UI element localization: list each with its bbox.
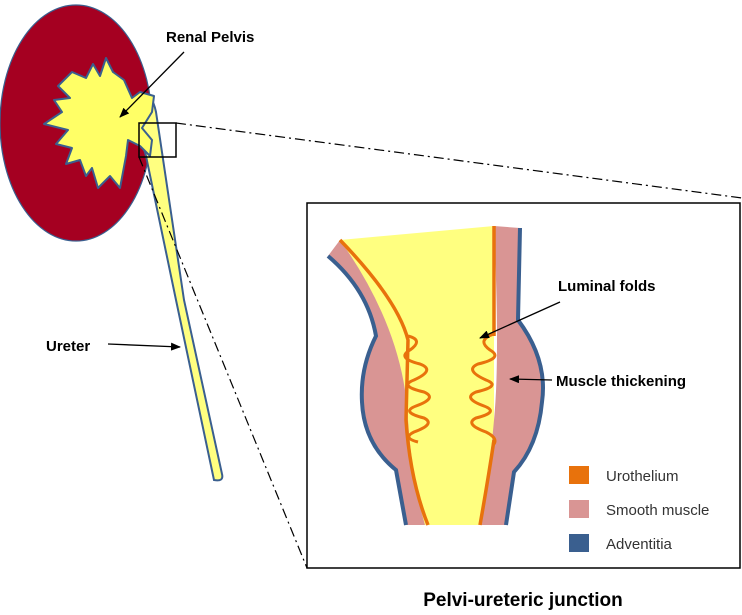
- arrow-muscle-thickening: [509, 375, 553, 384]
- legend-swatch-smooth-muscle: [569, 500, 589, 518]
- zoom-line-bottom: [138, 156, 308, 569]
- zoom-line-top: [175, 122, 742, 199]
- legend-label-adventitia: Adventitia: [606, 536, 673, 553]
- arrow-ureter: [107, 342, 181, 351]
- left-adventitia: [326, 254, 408, 526]
- legend: Urothelium Smooth muscle Adventitia: [569, 466, 709, 553]
- right-luminal-fold: [469, 332, 497, 445]
- left-luminal-fold: [403, 334, 431, 444]
- zoom-box: [138, 122, 177, 158]
- renal-pelvis: [43, 57, 155, 189]
- label-ureter: Ureter: [46, 338, 90, 355]
- left-urothelium: [338, 238, 430, 526]
- left-smooth-muscle: [328, 240, 425, 525]
- arrow-luminal-folds: [479, 301, 561, 339]
- legend-label-urothelium: Urothelium: [606, 468, 679, 485]
- detail-lumen: [340, 226, 494, 525]
- legend-label-smooth-muscle: Smooth muscle: [606, 502, 709, 519]
- figure-title: Pelvi-ureteric junction: [423, 590, 623, 611]
- right-adventitia: [504, 227, 545, 526]
- label-luminal-folds: Luminal folds: [558, 278, 656, 295]
- right-urothelium: [478, 226, 496, 526]
- legend-swatch-adventitia: [569, 534, 589, 552]
- legend-swatch-urothelium: [569, 466, 589, 484]
- arrow-renal-pelvis: [119, 51, 185, 118]
- label-renal-pelvis: Renal Pelvis: [166, 29, 254, 46]
- label-muscle-thickening: Muscle thickening: [556, 373, 686, 390]
